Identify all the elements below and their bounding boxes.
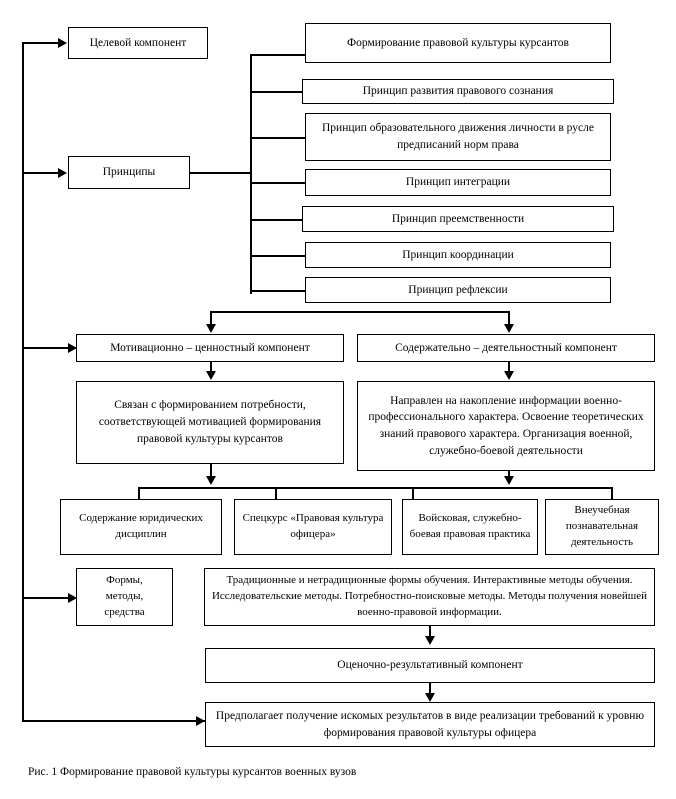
arrowhead-forms-methods <box>68 593 77 603</box>
evaluation-to-description-line <box>429 683 431 695</box>
motivational-to-description-line <box>210 362 212 373</box>
principles-branch-4 <box>250 182 310 184</box>
node-practice-2[interactable]: Спецкурс «Правовая культура офицера» <box>234 499 392 555</box>
node-forms-methods[interactable]: Формы, методы, средства <box>76 568 173 626</box>
principles-spine <box>250 54 252 294</box>
node-target-component[interactable]: Целевой компонент <box>68 27 208 59</box>
node-principle-3[interactable]: Принцип образовательного движения личнос… <box>305 113 611 161</box>
figure-caption: Рис. 1 Формирование правовой культуры ку… <box>28 766 357 778</box>
node-practice-1[interactable]: Содержание юридических дисциплин <box>60 499 222 555</box>
node-motivational-component[interactable]: Мотивационно – ценностный компонент <box>76 334 344 362</box>
connector-to-forms-methods <box>22 597 75 599</box>
arrowhead-practice-right <box>504 476 514 485</box>
arrowhead-principles <box>58 168 67 178</box>
connector-to-evaluation-description <box>22 720 205 722</box>
methods-to-evaluation-line <box>429 626 431 638</box>
node-principle-7[interactable]: Принцип рефлексии <box>305 277 611 303</box>
connector-to-target-component <box>22 42 65 44</box>
node-content-component[interactable]: Содержательно – деятельностный компонент <box>357 334 655 362</box>
practice-drop-4 <box>611 487 613 501</box>
principles-branch-1 <box>250 54 310 56</box>
practice-distribution-bar <box>138 487 612 489</box>
motivational-to-practice-line <box>210 464 212 478</box>
arrowhead-evaluation-desc <box>425 693 435 702</box>
arrowhead-evaluation-component <box>425 636 435 645</box>
node-evaluation-component[interactable]: Оценочно-результативный компонент <box>205 648 655 683</box>
arrowhead-practice-left <box>206 476 216 485</box>
principles-branch-2 <box>250 91 310 93</box>
principles-branch-5 <box>250 219 310 221</box>
principles-branch-6 <box>250 255 310 257</box>
principles-stem <box>190 172 251 174</box>
components-split-right-drop <box>508 311 510 325</box>
connector-to-principles <box>22 172 65 174</box>
arrowhead-motivational-top <box>206 324 216 333</box>
content-to-description-line <box>508 362 510 373</box>
practice-drop-2 <box>275 487 277 501</box>
principles-branch-3 <box>250 137 310 139</box>
practice-drop-3 <box>412 487 414 501</box>
left-trunk-vertical <box>22 42 24 721</box>
principles-branch-7 <box>250 290 310 292</box>
node-content-description[interactable]: Направлен на накопление информации военн… <box>357 381 655 471</box>
node-principle-6[interactable]: Принцип координации <box>305 242 611 268</box>
components-split-left-drop <box>210 311 212 325</box>
components-split-bar <box>210 311 510 313</box>
node-principle-2[interactable]: Принцип развития правового сознания <box>302 79 614 104</box>
connector-to-motivational-component <box>22 347 75 349</box>
practice-drop-1 <box>138 487 140 501</box>
content-to-practice-line <box>508 471 510 478</box>
arrowhead-evaluation-description <box>196 716 205 726</box>
node-practice-3[interactable]: Войсковая, служебно-боевая правовая прак… <box>402 499 538 555</box>
node-methods-description[interactable]: Традиционные и нетрадиционные формы обуч… <box>204 568 655 626</box>
node-practice-4[interactable]: Внеучебная познавательная деятельность <box>545 499 659 555</box>
arrowhead-motivational-description <box>206 371 216 380</box>
arrowhead-content-top <box>504 324 514 333</box>
node-principle-1[interactable]: Формирование правовой культуры курсантов <box>305 23 611 63</box>
node-principle-5[interactable]: Принцип преемственности <box>302 206 614 232</box>
node-principle-4[interactable]: Принцип интеграции <box>305 169 611 196</box>
arrowhead-motivational-component <box>68 343 77 353</box>
node-principles[interactable]: Принципы <box>68 156 190 189</box>
arrowhead-content-description <box>504 371 514 380</box>
node-evaluation-description[interactable]: Предполагает получение искомых результат… <box>205 702 655 747</box>
arrowhead-target-component <box>58 38 67 48</box>
node-motivational-description[interactable]: Связан с формированием потребности, соот… <box>76 381 344 464</box>
